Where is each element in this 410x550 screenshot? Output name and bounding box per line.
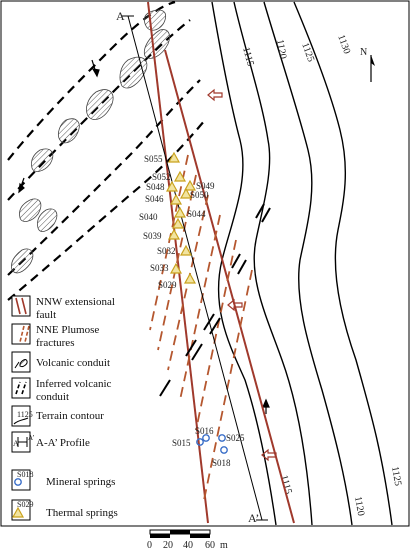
thermal-spring: S048 <box>146 180 179 192</box>
spring-label: S029 <box>158 280 177 290</box>
profile-end-label: A’ <box>248 511 259 525</box>
spring-label: S050 <box>190 190 209 200</box>
legend: NNW extensional fault NNE Plumose fractu… <box>11 295 118 521</box>
spring-label: S046 <box>145 194 164 204</box>
scale-unit: m <box>220 540 228 550</box>
spring-label: S044 <box>187 209 206 219</box>
legend-swatch-thermal-text: S029 <box>17 500 33 509</box>
legend-label-nne-fractures-2: fractures <box>36 337 74 349</box>
legend-label-nnw-fault-2: fault <box>36 309 56 321</box>
legend-swatch-contour-text: 1125 <box>17 410 33 419</box>
scale-tick: 0 <box>147 540 152 550</box>
volcanic-conduit <box>19 198 42 222</box>
spring-label: S032 <box>157 246 176 256</box>
volcanic-conduit <box>143 29 170 59</box>
legend-swatch-profile-a: A <box>13 439 19 448</box>
mineral-spring: S016 <box>195 426 214 442</box>
legend-label-thermal-springs: Thermal springs <box>46 507 118 519</box>
volcanic-conduit <box>143 9 167 31</box>
profile-start-label: A <box>116 9 125 23</box>
contour-labels: 1115 1120 1125 1130 1115 1120 1125 <box>240 33 403 517</box>
profile-line: A A’ <box>116 9 268 525</box>
legend-label-inferred-conduit-2: conduit <box>36 391 69 403</box>
thermal-spring: S049 <box>183 179 215 191</box>
contour-label: 1130 <box>335 33 352 55</box>
mineral-spring: S025 <box>218 433 245 443</box>
volcanic-conduit <box>11 248 34 274</box>
contour-label: 1120 <box>352 496 366 517</box>
volcanic-conduit <box>86 89 114 120</box>
thermal-spring: S029 <box>158 272 197 290</box>
legend-label-nnw-fault: NNW extensional <box>36 296 115 308</box>
spring-label: S049 <box>196 181 215 191</box>
mineral-spring: S018 <box>212 446 231 468</box>
thermal-spring: S033 <box>150 262 183 274</box>
nnw-faults <box>147 1 295 524</box>
spring-label: S052 <box>152 172 171 182</box>
contour-label: 1125 <box>299 41 316 63</box>
spring-label: S055 <box>144 154 163 164</box>
contour-label: 1125 <box>389 466 403 487</box>
thermal-spring: S050 <box>179 187 209 200</box>
thermal-spring: S055 <box>144 151 181 164</box>
contour-line <box>263 1 353 526</box>
north-label: N <box>360 47 367 58</box>
legend-label-terrain-contour: Terrain contour <box>36 410 104 422</box>
volcanic-conduit <box>119 56 148 89</box>
legend-label-nne-fractures: NNE Plumose <box>36 324 99 336</box>
nnw-fault <box>147 1 209 524</box>
scale-tick: 60 <box>205 540 215 550</box>
thermal-spring: S046 <box>145 193 183 205</box>
map-frame <box>0 0 410 527</box>
thermal-spring: S052 <box>152 170 187 182</box>
mineral-spring: S015 <box>172 438 204 448</box>
legend-swatch-inferred-conduit <box>11 377 31 399</box>
contour-line <box>293 1 393 526</box>
volcanic-conduit <box>37 208 58 232</box>
legend-label-inferred-conduit: Inferred volcanic <box>36 378 112 390</box>
legend-label-mineral-springs: Mineral springs <box>46 476 115 488</box>
spring-label: S016 <box>195 426 214 436</box>
terrain-contours <box>211 1 393 526</box>
spring-label: S039 <box>143 231 162 241</box>
thermal-springs-layer: S055 S052 S048 S049 S050 S046 S044 S040 … <box>139 151 215 290</box>
spring-label: S048 <box>146 182 165 192</box>
legend-swatch-profile-a2: A’ <box>28 434 35 442</box>
legend-swatch-nnw-fault <box>11 295 31 317</box>
thermal-spring: S032 <box>157 244 193 256</box>
spring-label: S015 <box>172 438 191 448</box>
volcanic-conduit <box>58 118 80 144</box>
legend-label-profile: A-A’ Profile <box>36 437 90 449</box>
spring-label: S033 <box>150 263 169 273</box>
contour-label: 1115 <box>240 46 256 67</box>
volcanic-conduits <box>11 9 170 274</box>
movement-arrows <box>18 59 270 414</box>
legend-label-volcanic-conduit: Volcanic conduit <box>36 357 110 369</box>
nnw-fault <box>164 49 295 524</box>
scale-bar: 0 20 40 60 m <box>147 529 228 550</box>
thermal-spring: S044 <box>173 206 206 219</box>
thermal-spring: S039 <box>143 228 181 241</box>
legend-swatch-terrain-contour <box>11 405 31 427</box>
spring-label: S018 <box>212 458 231 468</box>
legend-swatch-mineral-text: S018 <box>17 470 33 479</box>
spring-label: S040 <box>139 212 158 222</box>
mineral-springs-layer: S016 S025 S015 S018 <box>172 426 245 468</box>
scale-tick: 40 <box>183 540 193 550</box>
contour-line <box>233 1 313 526</box>
north-arrow: N <box>360 47 375 82</box>
scale-tick: 20 <box>163 540 173 550</box>
fault-arrows <box>207 88 277 462</box>
contour-label: 1120 <box>274 39 288 60</box>
volcanic-conduit <box>31 148 54 172</box>
thermal-spring: S040 <box>139 212 185 229</box>
spring-label: S025 <box>226 433 245 443</box>
